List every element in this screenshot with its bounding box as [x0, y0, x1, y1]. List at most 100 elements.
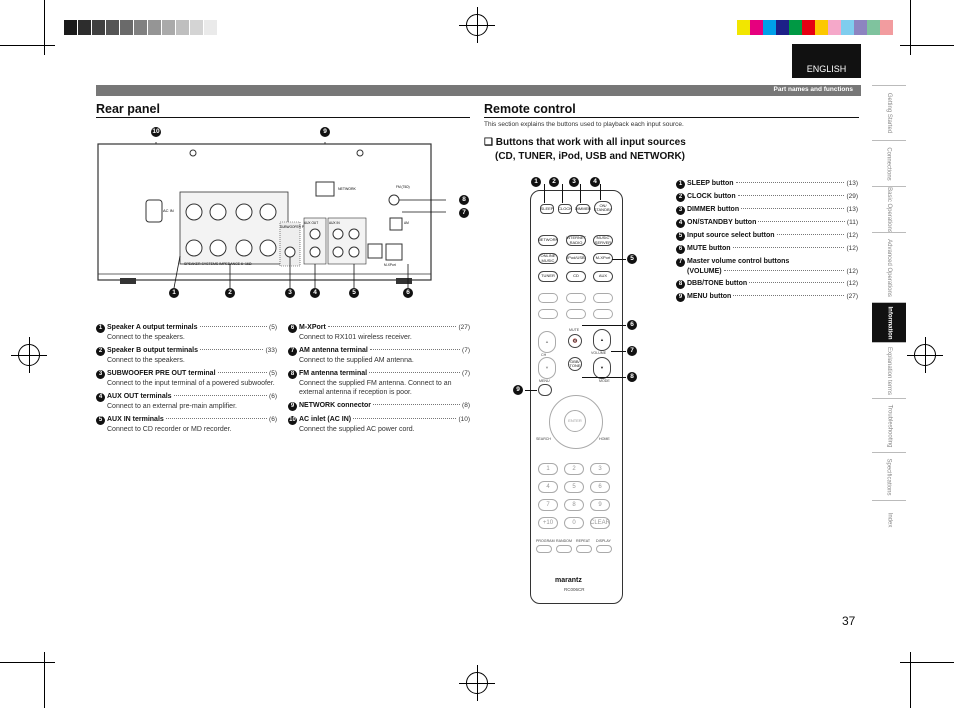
side-tab-label: Getting Started [886, 92, 893, 134]
remote-keypad-button[interactable]: 7 [538, 499, 558, 511]
am-antenna-terminal [389, 217, 403, 231]
remote-volume-up-button[interactable]: ▲ [593, 329, 611, 351]
remote-brand-logo: marantz [555, 577, 582, 584]
leader-remote-6 [582, 325, 626, 326]
side-tab-1[interactable]: Connections [872, 140, 906, 186]
remote-mute-button[interactable]: 🔇 [568, 334, 582, 348]
dot-leader [199, 326, 268, 327]
rear-callout-5: 5 [349, 288, 359, 298]
network-label: NETWORK [338, 187, 357, 191]
remote-callout-7: 7 [627, 346, 637, 356]
aux-in-jacks [332, 228, 360, 258]
remote-internet-radio-button[interactable]: INTERNET RADIO [566, 235, 587, 246]
remote-tuner-button[interactable]: TUNER [538, 271, 558, 282]
rear-callout-10: 10 [151, 127, 161, 137]
registration-mark-right [907, 337, 943, 373]
page-reference: (12) [846, 268, 858, 275]
color-swatch [854, 20, 867, 35]
remote-keypad-button[interactable]: 4 [538, 481, 558, 493]
item-number-badge: 8 [288, 370, 297, 379]
remote-enter-button[interactable]: ENTER [564, 410, 586, 432]
page-reference: (29) [846, 193, 858, 200]
remote-bottom-button[interactable] [536, 545, 552, 553]
side-tab-8[interactable]: Index [872, 500, 906, 538]
remote-keypad-button[interactable]: 9 [590, 499, 610, 511]
dot-leader [723, 270, 845, 271]
side-tab-label: Connections [885, 146, 892, 181]
remote-keypad-button[interactable]: 5 [564, 481, 584, 493]
item-number-badge: 3 [676, 206, 685, 215]
side-tab-5[interactable]: Explanation terms [872, 342, 906, 398]
remote-keypad-button[interactable]: 3 [590, 463, 610, 475]
remote-callout-6: 6 [627, 320, 637, 330]
side-tab-0[interactable]: Getting Started [872, 85, 906, 140]
color-swatch [815, 20, 828, 35]
crop-mark-top-right-v [910, 0, 911, 55]
side-tab-3[interactable]: Advanced Operations [872, 232, 906, 302]
remote-volume-down-button[interactable]: ▼ [593, 357, 611, 379]
side-tab-4[interactable]: Information [872, 302, 906, 342]
remote-online-music-button[interactable]: ONLINE MUSIC [538, 253, 558, 264]
item-label-continued: (VOLUME) [687, 268, 722, 275]
remote-cursor-ring[interactable] [549, 395, 603, 449]
remote-network-button[interactable]: NETWORK [538, 235, 558, 246]
item-label: DIMMER button [687, 206, 740, 213]
remote-mxport-button[interactable]: M-XPort [593, 253, 613, 264]
remote-keypad-button[interactable]: CLEAR [590, 517, 610, 529]
rear-callout-8: 8 [459, 195, 469, 205]
dot-leader [353, 418, 457, 419]
item-label: AUX IN terminals [107, 416, 164, 423]
remote-ipod-usb-button[interactable]: iPod/USB [566, 253, 586, 264]
rear-callout-1: 1 [169, 288, 179, 298]
remote-transport-button-4[interactable] [538, 309, 558, 319]
remote-transport-button-2[interactable] [566, 293, 586, 303]
remote-transport-button-6[interactable] [593, 309, 613, 319]
remote-dimmer-button[interactable]: DIMMER [575, 204, 591, 214]
dot-leader [737, 195, 845, 196]
side-tab-6[interactable]: Troubleshooting [872, 398, 906, 452]
remote-on-standby-button[interactable]: ON/ STANDBY [594, 201, 612, 215]
grey-swatch [92, 20, 105, 35]
item-number-badge: 4 [96, 393, 105, 402]
remote-channel-up-button[interactable]: ▲ [538, 331, 556, 353]
remote-bottom-label: RANDOM [556, 539, 572, 543]
remote-callout-1: 1 [531, 177, 541, 187]
remote-keypad-button[interactable]: +10 [538, 517, 558, 529]
item-number-badge: 6 [676, 245, 685, 254]
remote-keypad-button[interactable]: 2 [564, 463, 584, 475]
item-description: Connect the supplied AC power cord. [299, 426, 415, 433]
remote-transport-button-3[interactable] [593, 293, 613, 303]
remote-keypad-button[interactable]: 6 [590, 481, 610, 493]
side-tab-label: Basic Operations [886, 186, 893, 233]
rear-panel-title: Rear panel [96, 102, 160, 116]
remote-bottom-button[interactable] [576, 545, 592, 553]
remote-dbb-tone-button[interactable]: DBB/ TONE [568, 357, 582, 371]
remote-transport-button-1[interactable] [538, 293, 558, 303]
side-tab-2[interactable]: Basic Operations [872, 186, 906, 232]
page-reference: (5) [269, 370, 277, 377]
remote-keypad-button[interactable]: 8 [564, 499, 584, 511]
remote-keypad-button[interactable]: 1 [538, 463, 558, 475]
remote-menu-button[interactable] [538, 384, 552, 396]
remote-music-server-button[interactable]: MUSIC SERVER [593, 235, 613, 246]
remote-clock-button[interactable]: CLOCK [558, 204, 572, 214]
dot-leader [369, 372, 461, 373]
remote-aux-button[interactable]: AUX [593, 271, 613, 282]
remote-channel-down-button[interactable]: ▼ [538, 357, 556, 379]
remote-transport-button-5[interactable] [566, 309, 586, 319]
section-header-bar: Part names and functions [96, 85, 861, 96]
item-label: AUX OUT terminals [107, 393, 172, 400]
remote-keypad-button[interactable]: 0 [564, 517, 584, 529]
remote-sleep-button[interactable]: SLEEP [540, 204, 554, 214]
side-tab-7[interactable]: Specifications [872, 452, 906, 500]
color-swatch [776, 20, 789, 35]
item-description: Connect to the speakers. [107, 334, 185, 341]
item-number-badge: 2 [96, 347, 105, 356]
remote-bottom-button[interactable] [596, 545, 612, 553]
remote-cd-button[interactable]: CD [566, 271, 586, 282]
remote-bottom-button[interactable] [556, 545, 572, 553]
